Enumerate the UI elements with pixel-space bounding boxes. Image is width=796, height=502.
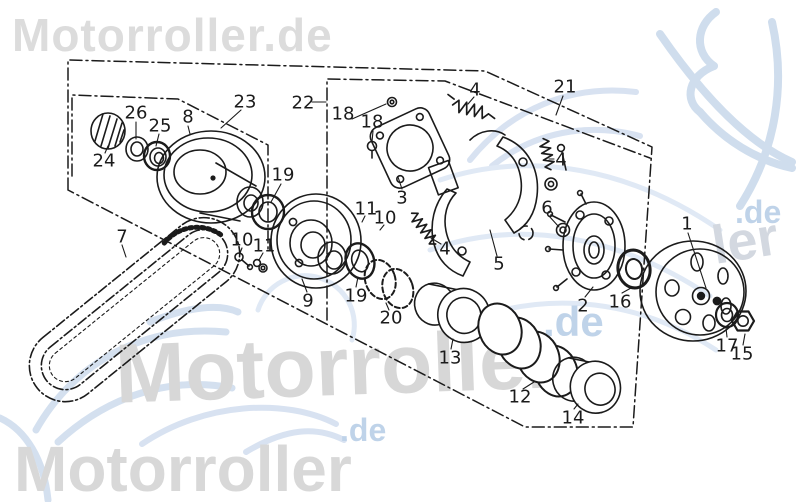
part-label-2: 2	[577, 295, 589, 317]
part-label-1: 1	[681, 213, 693, 235]
part-26-washer	[125, 136, 149, 162]
part-label-24: 24	[92, 150, 116, 172]
part-label-15: 15	[730, 343, 754, 365]
part-17-washer	[714, 301, 740, 329]
part-label-21: 21	[553, 76, 577, 98]
part-label-11: 11	[252, 235, 276, 257]
part-label-25: 25	[148, 115, 172, 137]
part-label-10: 10	[373, 207, 397, 229]
part-8-drive-pulley	[156, 130, 266, 224]
part-1-clutch-bell	[639, 240, 747, 342]
part-15-hex-nut	[730, 310, 756, 332]
assembly-box-23-outline	[71, 94, 269, 253]
part-7-drive-belt	[28, 216, 241, 403]
part-label-6: 6	[541, 197, 553, 219]
small-pin	[556, 143, 567, 171]
part-16-bearing	[616, 248, 652, 290]
part-label-17: 17	[715, 335, 739, 357]
part-label-18: 18	[360, 111, 384, 133]
part-label-26: 26	[124, 102, 148, 124]
part-label-14: 14	[561, 407, 585, 429]
part-label-3: 3	[396, 187, 408, 209]
part-label-10: 10	[230, 229, 254, 251]
part-label-19: 19	[271, 164, 295, 186]
part-4-spring-middle	[410, 212, 437, 245]
part-24-knurled-nut	[90, 112, 126, 150]
part-20-wave-rings	[363, 258, 415, 310]
part-5-clutch-shoes	[427, 130, 539, 277]
part-label-4: 4	[555, 149, 567, 171]
part-4-spring-right	[539, 137, 555, 171]
part-label-5: 5	[493, 253, 505, 275]
assembly-box-22-outline	[326, 78, 651, 321]
bird-logo-bottom-middle	[139, 404, 347, 455]
label-leader-lines	[104, 95, 746, 410]
part-14-spring-seat	[551, 356, 622, 414]
part-4-spring-top	[447, 93, 496, 120]
part-2-carrier-plate	[544, 189, 626, 292]
part-label-7: 7	[116, 226, 128, 248]
part-label-19: 19	[344, 285, 368, 307]
part-label-13: 13	[438, 347, 462, 369]
part-label-23: 23	[233, 91, 257, 113]
part-label-16: 16	[608, 291, 632, 313]
part-label-20: 20	[379, 307, 403, 329]
part-11-bolt-left	[252, 258, 268, 273]
part-10-bolt-left	[234, 252, 254, 271]
part-19-seal-left	[250, 193, 286, 231]
part-label-4: 4	[469, 79, 481, 101]
part-13-sleeve	[413, 282, 491, 344]
bird-logo-top-middle	[467, 87, 643, 169]
part-label-8: 8	[182, 106, 194, 128]
assembly-box-21-outline	[67, 59, 653, 428]
part-label-22: 22	[291, 92, 315, 114]
small-circlip	[518, 225, 534, 241]
bird-logo-top-right	[656, 8, 796, 210]
part-label-18: 18	[331, 103, 355, 125]
part-label-4: 4	[439, 238, 451, 260]
part-12-spring	[477, 302, 579, 398]
part-label-11: 11	[354, 198, 378, 220]
part-label-12: 12	[508, 386, 532, 408]
small-bushing	[544, 177, 558, 191]
part-label-9: 9	[302, 290, 314, 312]
part-18-screw-a	[386, 96, 398, 108]
